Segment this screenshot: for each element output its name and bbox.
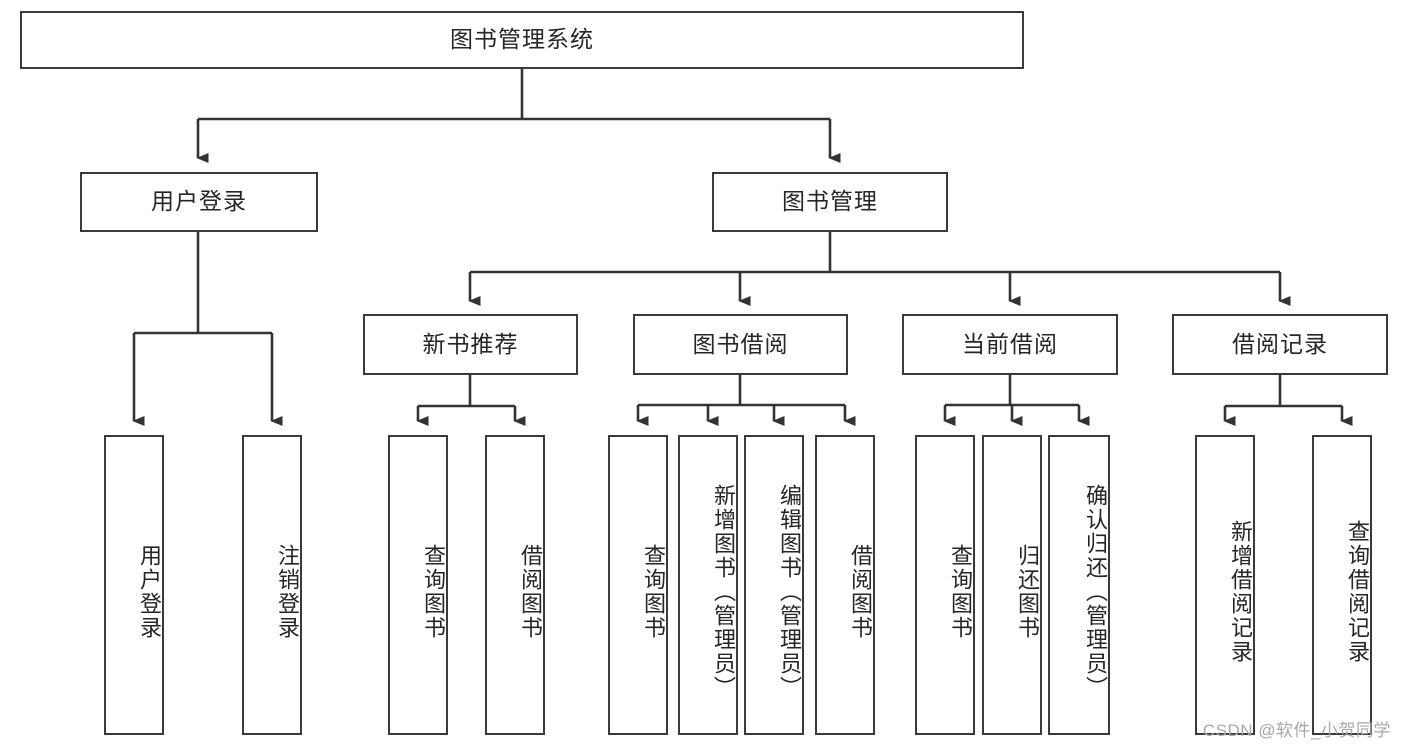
leaf-query-record-label: 查询借阅记录 [1345,520,1370,664]
leaf-add-book[interactable]: 新增图书（管理员） [678,435,738,735]
leaf-borrow-book-2[interactable]: 借阅图书 [815,435,875,735]
leaf-edit-book-label: 编辑图书（管理员） [777,484,802,700]
leaf-query-book-3-label: 查询图书 [948,544,973,640]
leaf-query-book-1[interactable]: 查询图书 [388,435,448,735]
node-current-borrow-label: 当前借阅 [962,330,1058,357]
leaf-return-book[interactable]: 归还图书 [982,435,1042,735]
leaf-logout[interactable]: 注销登录 [242,435,302,735]
leaf-query-book-1-label: 查询图书 [421,544,446,640]
node-book-borrow[interactable]: 图书借阅 [633,314,848,375]
node-borrow-record-label: 借阅记录 [1232,330,1328,357]
leaf-confirm-return[interactable]: 确认归还（管理员） [1048,435,1110,735]
leaf-add-record[interactable]: 新增借阅记录 [1195,435,1255,735]
leaf-edit-book[interactable]: 编辑图书（管理员） [744,435,804,735]
leaf-query-book-3[interactable]: 查询图书 [915,435,975,735]
node-new-book-recommend-label: 新书推荐 [422,330,519,357]
csdn-watermark: CSDN @软件_小贺同学 [1202,721,1391,740]
leaf-borrow-book-1-label: 借阅图书 [518,544,543,640]
leaf-borrow-book-1[interactable]: 借阅图书 [485,435,545,735]
node-book-management-label: 图书管理 [782,188,878,215]
node-new-book-recommend[interactable]: 新书推荐 [363,314,578,375]
leaf-confirm-return-label: 确认归还（管理员） [1083,484,1108,700]
leaf-user-login-label: 用户登录 [137,544,162,640]
node-user-login-label: 用户登录 [151,188,247,215]
node-root-label: 图书管理系统 [450,26,594,53]
leaf-add-record-label: 新增借阅记录 [1228,520,1253,664]
leaf-user-login[interactable]: 用户登录 [104,435,164,735]
node-current-borrow[interactable]: 当前借阅 [902,314,1118,375]
leaf-borrow-book-2-label: 借阅图书 [848,544,873,640]
node-borrow-record[interactable]: 借阅记录 [1172,314,1388,375]
leaf-logout-label: 注销登录 [275,544,300,640]
node-root[interactable]: 图书管理系统 [20,11,1024,69]
node-book-borrow-label: 图书借阅 [692,330,789,357]
leaf-query-record[interactable]: 查询借阅记录 [1312,435,1372,735]
leaf-return-book-label: 归还图书 [1015,544,1040,640]
leaf-add-book-label: 新增图书（管理员） [711,484,736,700]
leaf-query-book-2[interactable]: 查询图书 [608,435,668,735]
leaf-query-book-2-label: 查询图书 [641,544,666,640]
node-user-login[interactable]: 用户登录 [80,172,318,232]
node-book-management[interactable]: 图书管理 [712,172,948,232]
